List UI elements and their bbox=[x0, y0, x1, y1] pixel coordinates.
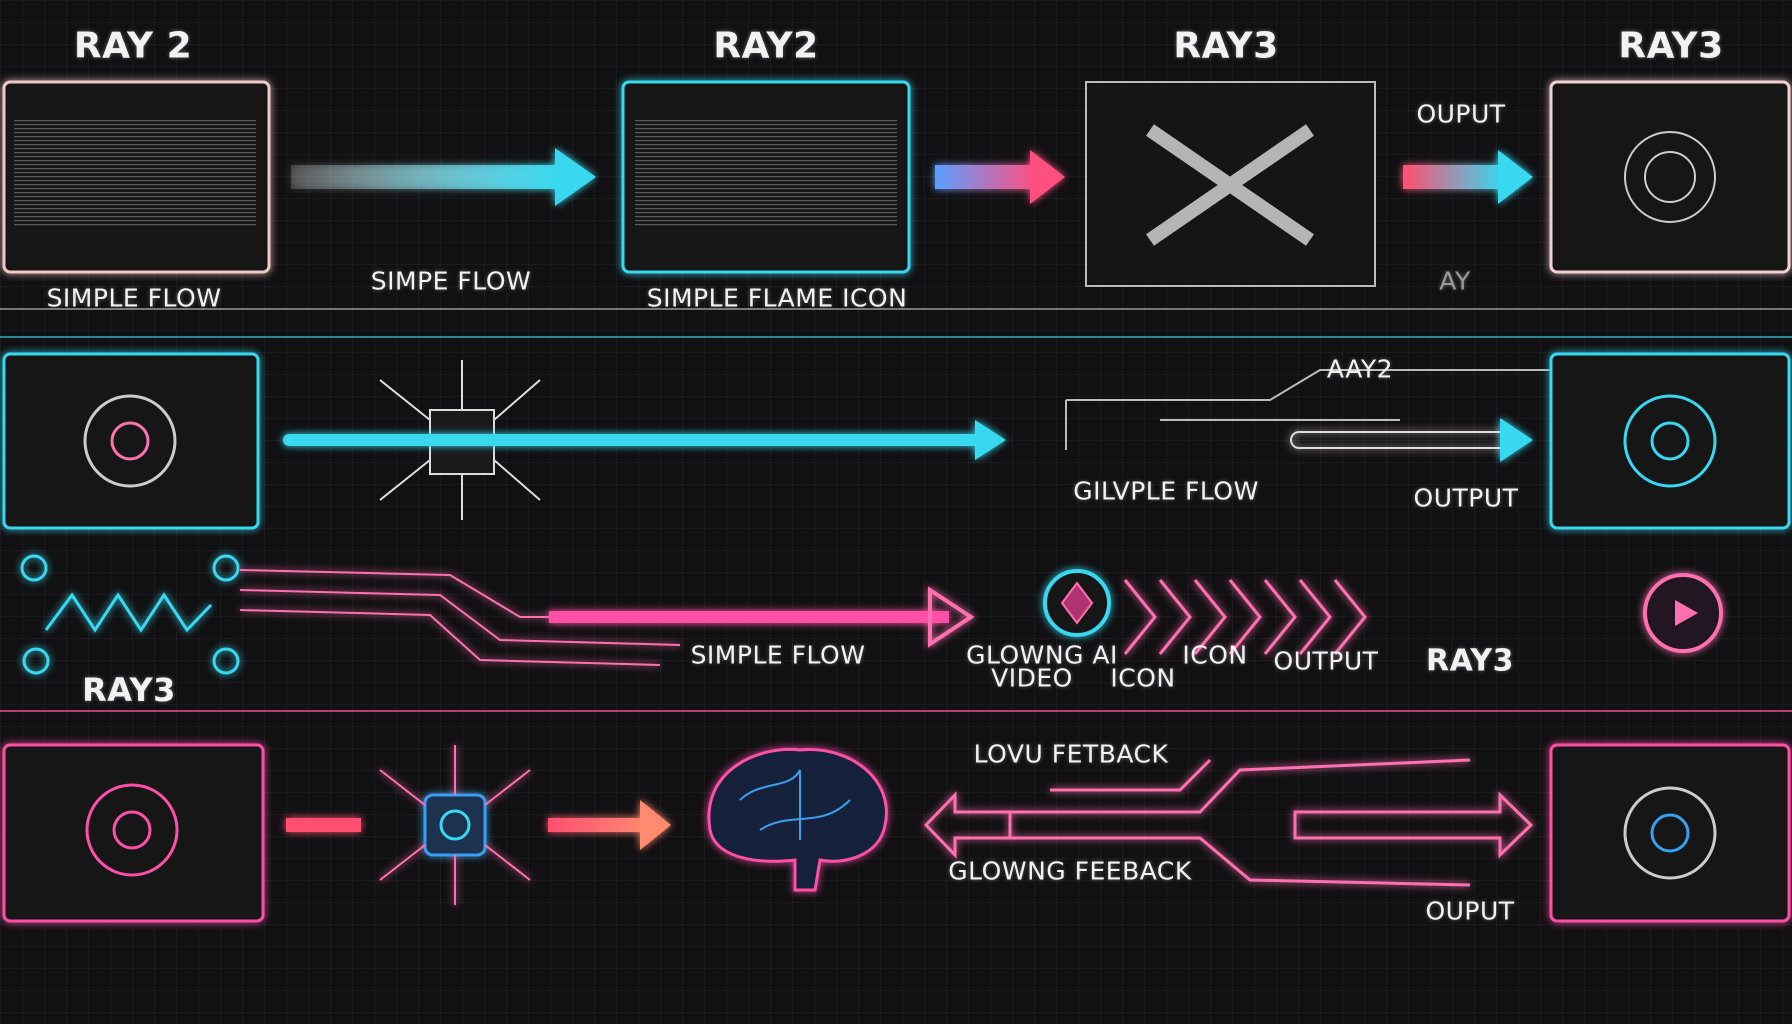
row1-title-1: RAY 2 bbox=[73, 25, 193, 67]
row4-label-lovu-fetback: LOVU FETBACK bbox=[973, 739, 1169, 769]
row2-video-frame-left bbox=[2, 352, 260, 530]
row3-waveform-icon bbox=[20, 554, 240, 675]
row2-circuit-lines bbox=[1065, 369, 1550, 450]
row2-arrow-main bbox=[283, 420, 1006, 460]
row3-label-glowng-ai: GLOWNG AI bbox=[966, 640, 1118, 670]
row2-video-frame-right bbox=[1549, 352, 1791, 530]
row1-title-2: RAY2 bbox=[713, 25, 819, 67]
row4-video-frame-right bbox=[1549, 743, 1791, 923]
row1-label-ay: AY bbox=[1439, 266, 1471, 296]
row1-label-flame-icon: SIMPLE FLAME ICON bbox=[646, 283, 908, 313]
row1-title-3: RAY3 bbox=[1173, 25, 1279, 67]
row3-label-ray3-left: RAY3 bbox=[82, 671, 176, 709]
row4-arrow-in bbox=[286, 800, 671, 850]
row3-label-video: VIDEO bbox=[991, 663, 1073, 693]
row2-arrow-output bbox=[1290, 418, 1533, 462]
brain-icon bbox=[707, 747, 888, 892]
row1-arrow-3 bbox=[1403, 150, 1533, 204]
row2-label-output: OUTPUT bbox=[1413, 483, 1519, 513]
row3-label-icon-b: ICON bbox=[1110, 663, 1176, 693]
row1-title-4: RAY3 bbox=[1618, 25, 1724, 67]
row3-chevrons bbox=[1123, 579, 1367, 655]
row3-label-output: OUTPUT bbox=[1273, 646, 1379, 676]
row3-arrow bbox=[549, 586, 975, 648]
row4-label-ouput: OUPUT bbox=[1425, 896, 1515, 926]
row2-label-gilvple-flow: GILVPLE FLOW bbox=[1073, 476, 1259, 506]
row3-play-icon bbox=[1643, 573, 1723, 653]
row4-video-frame-left bbox=[2, 743, 265, 923]
row3-label-simple-flow: SIMPLE FLOW bbox=[690, 640, 866, 670]
row1-arrow-2 bbox=[935, 150, 1065, 204]
row1-video-frame-1 bbox=[2, 80, 271, 274]
row2-label-aay2: AAY2 bbox=[1326, 354, 1394, 384]
row1-video-frame-4 bbox=[1549, 80, 1791, 274]
row1-x-grid-frame bbox=[1085, 81, 1376, 287]
row1-video-frame-2 bbox=[621, 80, 911, 274]
row1-label-ouput: OUPUT bbox=[1416, 99, 1506, 129]
ai-video-icon bbox=[1043, 569, 1111, 637]
row3-label-icon-a: ICON bbox=[1182, 640, 1248, 670]
row4-processor-icon bbox=[379, 745, 531, 905]
row3-label-ray3-right: RAY3 bbox=[1425, 643, 1515, 679]
row1-label-simpe-flow: SIMPE FLOW bbox=[370, 266, 532, 296]
row4-label-glowng-feeback: GLOWNG FEEBACK bbox=[948, 856, 1192, 886]
row4-feedback-arrows bbox=[923, 758, 1534, 887]
row1-arrow-1 bbox=[291, 148, 596, 206]
row1-label-simple-flow: SIMPLE FLOW bbox=[46, 283, 222, 313]
row-separators bbox=[0, 308, 1792, 938]
